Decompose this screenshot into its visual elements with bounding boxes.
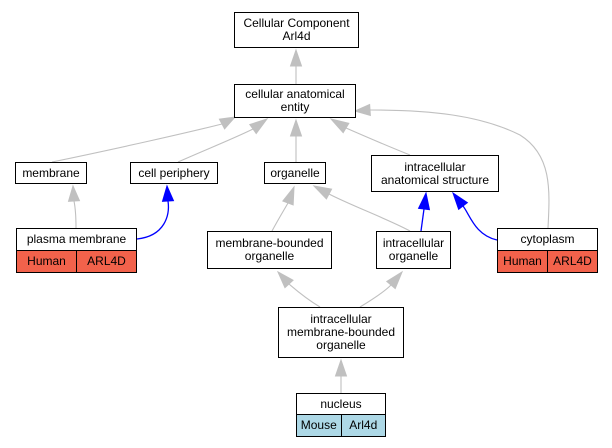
edge-imbo-to-mbo	[276, 270, 321, 308]
arrowhead-icon	[452, 191, 469, 211]
edge-io-to-organelle	[312, 185, 411, 232]
node-cell-periphery[interactable]: cell periphery	[130, 162, 218, 184]
arrowhead-icon	[218, 116, 237, 130]
node-label: intracellular anatomical structure	[380, 159, 490, 187]
node-label: cellular anatomical entity	[245, 87, 345, 114]
node-membrane[interactable]: membrane	[15, 162, 87, 184]
node-label: nucleus	[320, 396, 362, 411]
edge-cytoplasm-to-cae	[353, 103, 550, 229]
arrowhead-icon	[385, 270, 404, 290]
edge-io-to-ias	[417, 191, 431, 232]
node-cytoplasm[interactable]: cytoplasm Human ARL4D	[497, 228, 598, 273]
node-label: cell periphery	[138, 165, 210, 180]
arrowhead-icon	[67, 184, 81, 202]
edge-plasma-membrane-to-membrane	[67, 184, 81, 229]
arrowhead-icon	[248, 118, 269, 135]
annotation-row: Mouse Arl4d	[297, 414, 385, 436]
edge-cae-to-cc	[289, 48, 303, 84]
node-label: cytoplasm	[520, 232, 575, 246]
node-plasma-membrane[interactable]: plasma membrane Human ARL4D	[16, 228, 137, 273]
arrowhead-icon	[417, 191, 431, 211]
arrowhead-icon	[289, 118, 303, 137]
species-cell[interactable]: Human	[498, 251, 547, 272]
edge-imbo-to-io	[359, 270, 404, 308]
node-label: organelle	[270, 165, 320, 180]
edge-membrane-to-cae	[51, 116, 237, 163]
node-label: plasma membrane	[26, 232, 127, 246]
annotation-row: Human ARL4D	[17, 250, 136, 272]
node-intracellular-organelle[interactable]: intracellular organelle	[376, 231, 451, 269]
node-intracellular-membrane-bounded-organelle[interactable]: intracellular membrane-bounded organelle	[278, 307, 404, 358]
node-label: intracellular organelle	[382, 236, 445, 263]
arrowhead-icon	[276, 270, 294, 289]
arrowhead-icon	[312, 185, 333, 200]
node-label: intracellular membrane-bounded organelle	[286, 312, 396, 352]
edge-organelle-to-cae	[289, 118, 303, 162]
node-membrane-bounded-organelle[interactable]: membrane-bounded organelle	[207, 231, 332, 269]
arrowhead-icon	[329, 118, 350, 134]
arrowhead-icon	[353, 103, 371, 117]
arrowhead-icon	[334, 358, 348, 377]
arrowhead-icon	[289, 48, 303, 67]
node-nucleus[interactable]: nucleus Mouse Arl4d	[296, 393, 386, 437]
node-cellular-anatomical-entity[interactable]: cellular anatomical entity	[234, 84, 356, 118]
annotation-row: Human ARL4D	[498, 250, 597, 272]
arrowhead-icon	[282, 185, 295, 206]
gene-cell[interactable]: Arl4d	[340, 415, 385, 436]
edge-plasma-membrane-to-cell-periphery	[136, 184, 175, 240]
gene-cell[interactable]: ARL4D	[547, 251, 597, 272]
species-cell[interactable]: Human	[17, 251, 76, 272]
gene-cell[interactable]: ARL4D	[76, 251, 136, 272]
arrowhead-icon	[161, 184, 175, 202]
node-intracellular-anatomical-structure[interactable]: intracellular anatomical structure	[371, 155, 499, 192]
species-cell[interactable]: Mouse	[297, 415, 341, 436]
node-label: Cellular Component Arl4d	[243, 16, 350, 43]
node-organelle[interactable]: organelle	[264, 162, 326, 184]
edge-nucleus-to-imbo	[334, 358, 348, 393]
node-label: membrane	[22, 165, 80, 180]
edge-cell-periphery-to-cae	[177, 118, 269, 163]
node-label: membrane-bounded organelle	[215, 236, 324, 263]
node-cellular-component[interactable]: Cellular Component Arl4d	[234, 12, 359, 48]
edge-ias-to-cae	[329, 118, 411, 156]
edge-mbo-to-organelle	[271, 185, 295, 232]
edge-cytoplasm-to-ias	[452, 191, 498, 241]
